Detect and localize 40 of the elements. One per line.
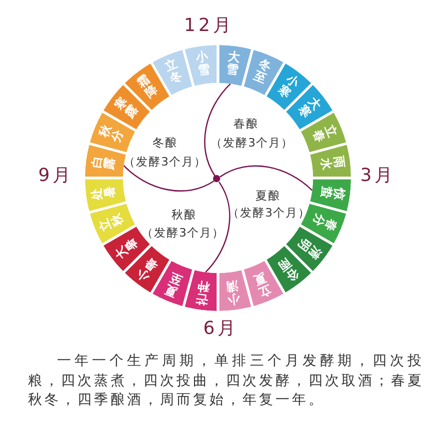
solar-term-tile [219, 45, 252, 86]
duration-label: （发酵3个月） [124, 154, 206, 170]
term-label: 立冬 [163, 58, 185, 87]
term-label: 小雪 [195, 50, 211, 79]
term-label: 白露 [90, 155, 119, 171]
curved-line [123, 165, 214, 192]
term-label: 惊蛰 [317, 185, 346, 201]
solar-term-tile [310, 179, 351, 212]
term-label: 立春 [309, 123, 338, 145]
season-label: 秋酿 [172, 208, 196, 222]
term-label: 小满 [225, 277, 241, 306]
season-label: 冬酿 [152, 136, 178, 150]
caption-text: 一年一个生产周期，单排三个月发酵期，四次投粮，四次蒸煮，四次投曲，四次发酵，四次取酒；春夏秋冬，四季酿酒，周而复始，年复一年。 [28, 352, 424, 410]
term-label: 处暑 [90, 185, 119, 201]
center-dot [213, 175, 221, 183]
term-label: 冬至 [251, 58, 272, 87]
solar-term-tile [310, 144, 351, 177]
solar-term-tile [219, 270, 252, 311]
curved-line [220, 165, 313, 191]
month-label: 6月 [203, 317, 239, 340]
duration-label: （发酵3个月） [210, 136, 294, 150]
term-label: 大雪 [225, 50, 241, 79]
solar-term-tile [184, 45, 217, 86]
term-label: 雨水 [317, 155, 346, 171]
term-label: 芒种 [195, 277, 211, 306]
term-label: 夏至 [163, 269, 185, 298]
season-label: 夏酿 [256, 188, 280, 204]
month-label: 12月 [184, 14, 234, 37]
season-label: 春酿 [234, 116, 258, 132]
curved-line [204, 83, 231, 176]
term-label: 春分 [309, 211, 338, 232]
term-label: 立秋 [98, 211, 127, 232]
month-label: 3月 [360, 164, 396, 187]
duration-label: （发酵3个月） [142, 226, 224, 240]
term-label: 立夏 [251, 269, 272, 298]
curved-line [205, 182, 230, 273]
solar-term-tile [85, 179, 126, 212]
term-label: 秋分 [98, 123, 127, 145]
month-label: 9月 [38, 164, 74, 187]
duration-label: （发酵3个月） [228, 206, 310, 220]
